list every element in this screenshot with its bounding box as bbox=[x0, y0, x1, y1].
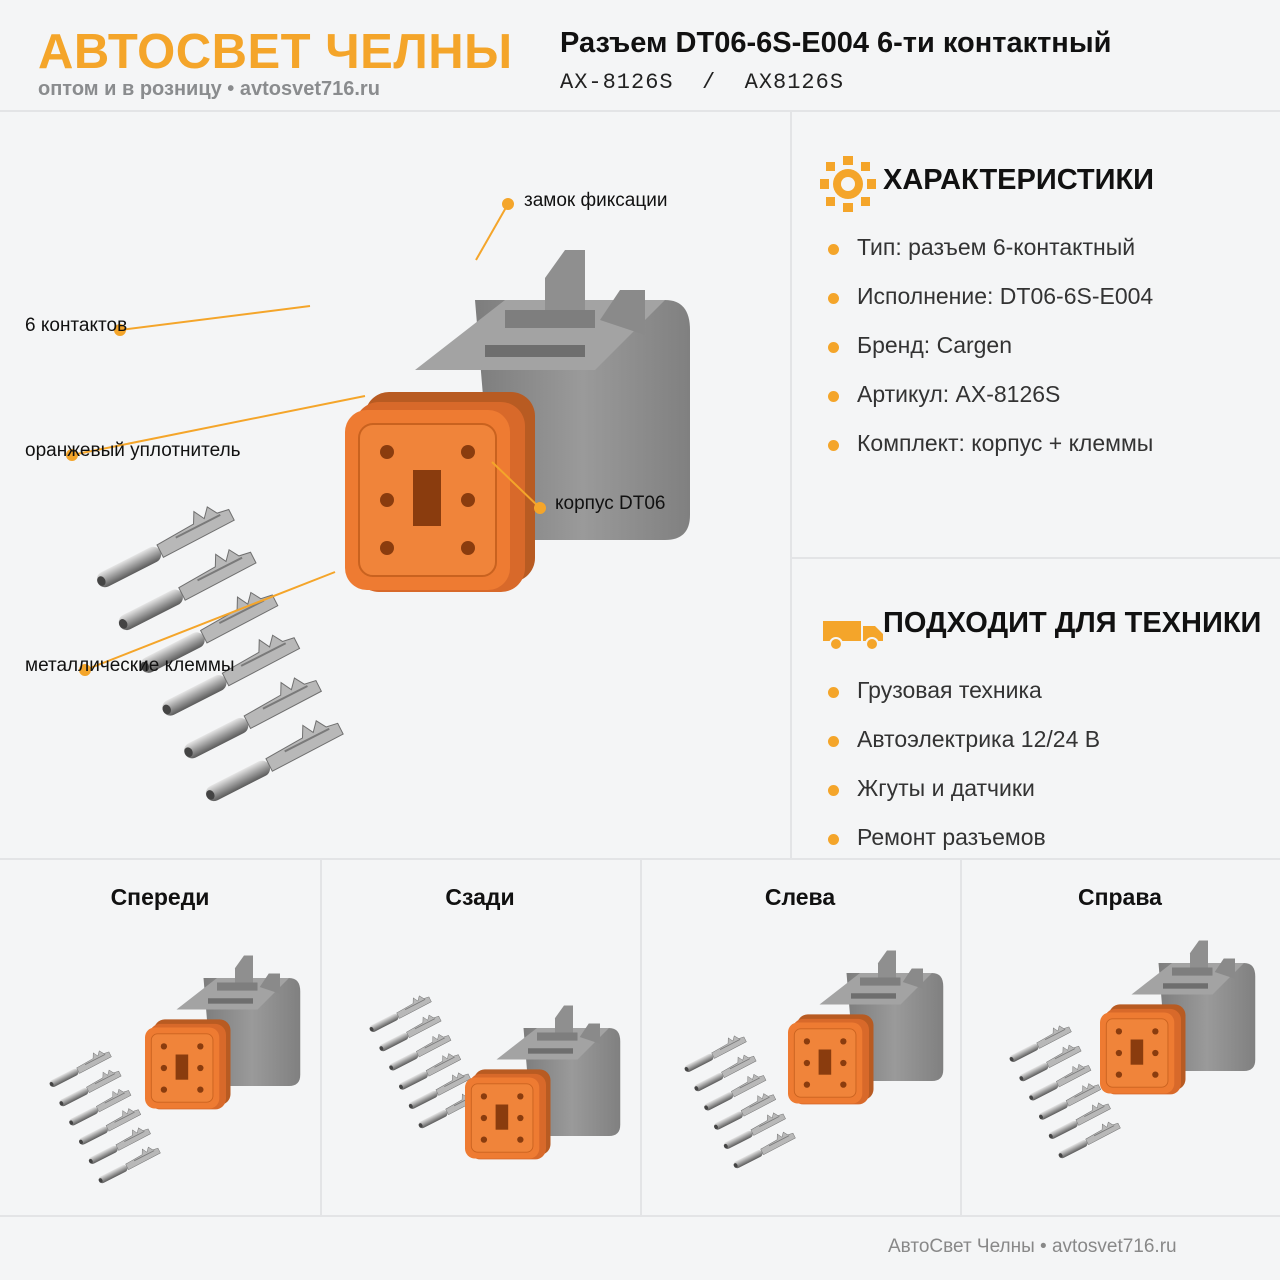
view-label-left: Слева bbox=[764, 884, 836, 910]
views-divider bbox=[0, 858, 1280, 860]
callout-lock: замок фиксации bbox=[524, 190, 668, 211]
view-label-right: Справа bbox=[1078, 884, 1162, 910]
right-section-divider bbox=[792, 557, 1280, 559]
footer-divider bbox=[0, 1215, 1280, 1217]
bullet-dot bbox=[828, 342, 839, 353]
product-codes: AX-8126S / AX8126S bbox=[560, 70, 845, 95]
bullet-dot bbox=[828, 244, 839, 255]
fits-item: Ремонт разъемов bbox=[857, 824, 1046, 850]
view-image-back bbox=[365, 990, 621, 1160]
brand-logo: АВТОСВЕТ ЧЕЛНЫ bbox=[38, 25, 513, 79]
bullet-dot bbox=[828, 736, 839, 747]
callout-contacts: 6 контактов bbox=[25, 315, 128, 336]
fits-item: Грузовая техника bbox=[857, 677, 1042, 703]
callout-terminals: металлические клеммы bbox=[25, 655, 235, 676]
callout-seal: оранжевый уплотнитель bbox=[25, 440, 241, 461]
brand-tagline: оптом и в розницу • avtosvet716.ru bbox=[38, 78, 380, 100]
view-divider bbox=[960, 860, 962, 1215]
gear-icon bbox=[820, 156, 876, 212]
bullet-dot bbox=[828, 293, 839, 304]
spec-item: Тип: разъем 6-контактный bbox=[857, 234, 1136, 260]
vertical-divider bbox=[790, 112, 792, 858]
view-divider bbox=[640, 860, 642, 1215]
fits-title: ПОДХОДИТ ДЛЯ ТЕХНИКИ bbox=[883, 607, 1262, 639]
spec-item: Комплект: корпус + клеммы bbox=[857, 430, 1154, 456]
connector-housing bbox=[344, 249, 691, 593]
bullet-dot bbox=[828, 834, 839, 845]
view-image-front bbox=[45, 955, 301, 1185]
fits-item: Автоэлектрика 12/24 В bbox=[857, 726, 1101, 752]
specs-title: ХАРАКТЕРИСТИКИ bbox=[883, 164, 1155, 196]
spec-item: Артикул: AX-8126S bbox=[857, 381, 1061, 407]
view-image-right bbox=[1005, 940, 1256, 1160]
view-label-front: Спереди bbox=[110, 884, 210, 910]
bullet-dot bbox=[828, 687, 839, 698]
bullet-dot bbox=[828, 391, 839, 402]
callout-housing: корпус DT06 bbox=[555, 493, 666, 514]
product-main-image bbox=[66, 198, 691, 805]
bullet-dot bbox=[828, 785, 839, 796]
footer-text: АвтоСвет Челны • avtosvet716.ru bbox=[888, 1236, 1177, 1257]
terminals-group bbox=[87, 496, 346, 805]
spec-item: Бренд: Cargen bbox=[857, 332, 1013, 358]
product-title: Разъем DT06-6S-E004 6-ти контактный bbox=[560, 27, 1112, 59]
fits-item: Жгуты и датчики bbox=[857, 775, 1035, 801]
view-label-back: Сзади bbox=[445, 884, 515, 910]
header-divider bbox=[0, 110, 1280, 112]
truck-icon bbox=[823, 621, 883, 651]
bullet-dot bbox=[828, 440, 839, 451]
spec-item: Исполнение: DT06-6S-E004 bbox=[857, 283, 1154, 309]
view-image-left bbox=[680, 950, 944, 1170]
view-divider bbox=[320, 860, 322, 1215]
